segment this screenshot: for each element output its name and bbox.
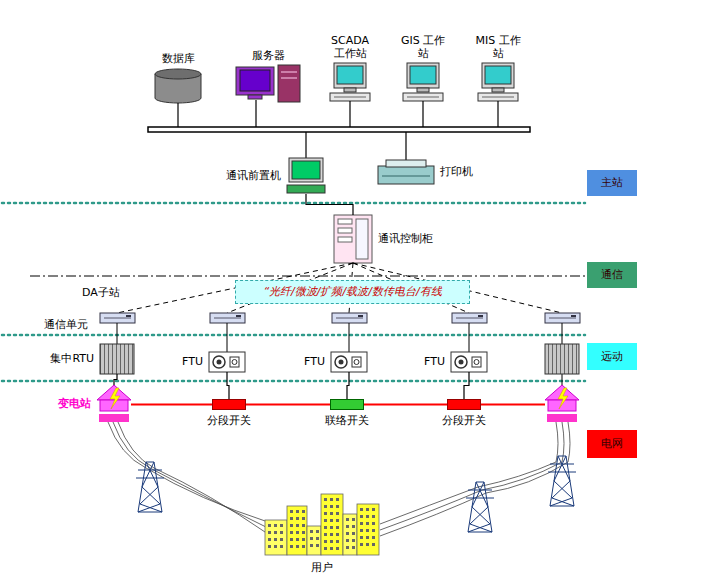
printer-icon: 打印机 [378,160,434,184]
ftu-device: FTU [209,352,245,372]
feeder-line [131,404,212,406]
workstation-icon: SCADA 工作站 [330,63,370,101]
node-label: 电网 [601,437,623,450]
control-cabinet: 通讯控制柜 [334,215,372,263]
ftu-device: FTU [331,352,367,372]
signal-wire [306,194,353,215]
signal-wire [464,372,469,399]
signal-wire [227,372,229,399]
tie-switch: 联络开关 [330,399,364,410]
node-label: 集中RTU [50,352,94,365]
node-label: 通讯前置机 [226,169,281,182]
feeder-line [364,404,447,406]
substation-caption: DA子站 [82,286,120,299]
media-box: “光纤/微波/扩频/载波/数传电台/有线 [235,280,470,304]
layer-band: 通信 [587,262,637,288]
node-label: 用户 [311,561,333,574]
front-end-computer: 通讯前置机 [287,158,325,194]
node-label: 远动 [601,350,623,363]
node-label: 通信 [601,268,623,281]
users-buildings: 用户 [263,493,381,556]
sectionalizing-switch: 分段开关 [447,399,481,410]
node-label: FTU [304,355,325,368]
node-label: 联络开关 [325,414,369,427]
feeder-line [246,404,330,406]
workstation-icon: GIS 工作站 [403,63,443,101]
node-label: 主站 [601,176,623,189]
substation-icon: 变电站 [97,385,131,423]
node-label: 服务器 [252,49,285,62]
node-label: 分段开关 [207,414,251,427]
node-label: 通讯控制柜 [378,232,433,245]
node-label: SCADA 工作站 [325,34,375,60]
layer-band: 远动 [587,343,637,370]
node-label: 分段开关 [442,414,486,427]
layer-band: 电网 [587,430,637,458]
node-label: FTU [424,355,445,368]
ftu-device: FTU [451,352,487,372]
signal-wire [114,374,117,385]
server-icon: 服务器 [236,65,300,102]
node-label: 打印机 [440,165,473,178]
workstation-icon: MIS 工作站 [478,63,518,101]
unit-caption: 通信单元 [44,318,88,331]
rtu-rack: 集中RTU [100,344,134,374]
node-label: MIS 工作站 [473,34,523,60]
node-label: “光纤/微波/扩频/载波/数传电台/有线 [263,285,441,298]
node-label: FTU [182,355,203,368]
signal-wire [347,372,349,399]
node-label: 数据库 [162,52,195,65]
layer-band: 主站 [587,170,637,196]
node-label: 变电站 [58,397,91,410]
database-icon: 数据库 [155,68,201,104]
node-label: GIS 工作站 [398,34,448,60]
sectionalizing-switch: 分段开关 [212,399,246,410]
